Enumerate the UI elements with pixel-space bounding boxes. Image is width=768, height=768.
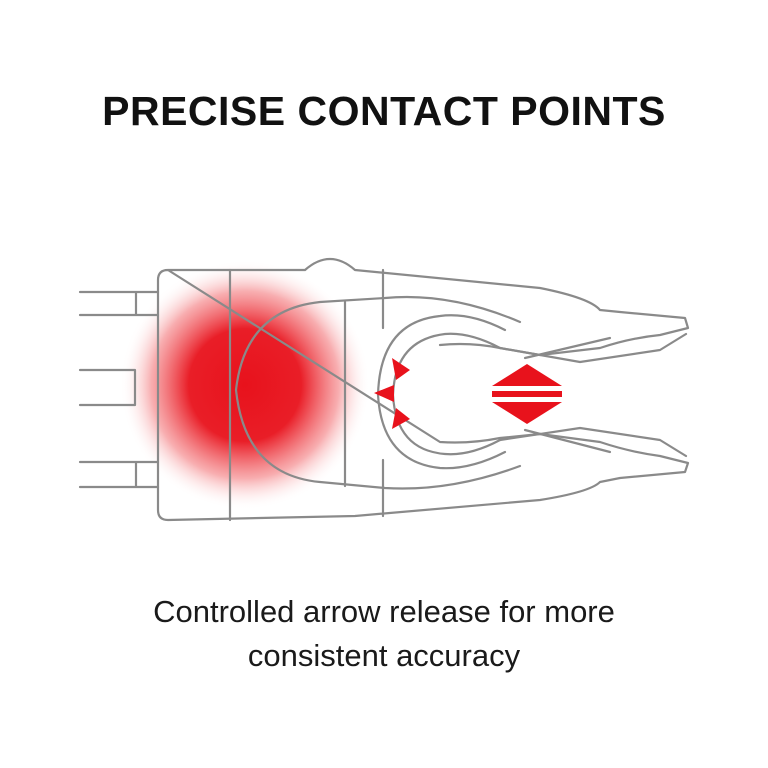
caption: Controlled arrow release for more consis… bbox=[0, 590, 768, 678]
throat-ring-inner bbox=[391, 332, 502, 456]
nock-body-outline bbox=[156, 257, 690, 522]
caption-line-2: consistent accuracy bbox=[247, 638, 521, 673]
throat-ring-outer bbox=[376, 314, 507, 470]
shaft-stub-middle bbox=[78, 368, 137, 407]
shaft-stub-top bbox=[78, 290, 160, 317]
double-arrow-icon bbox=[492, 364, 562, 424]
pressure-glow bbox=[120, 260, 370, 510]
nock-diagram bbox=[78, 257, 690, 522]
page-title: PRECISE CONTACT POINTS bbox=[102, 88, 666, 134]
caption-line-1: Controlled arrow release for more bbox=[153, 594, 615, 629]
inner-bowl bbox=[234, 295, 522, 490]
contact-arrow-icon bbox=[374, 358, 410, 429]
prong-top-line bbox=[523, 336, 612, 360]
shaft-stub-bottom bbox=[78, 460, 160, 489]
prong-bottom-line bbox=[523, 428, 612, 454]
